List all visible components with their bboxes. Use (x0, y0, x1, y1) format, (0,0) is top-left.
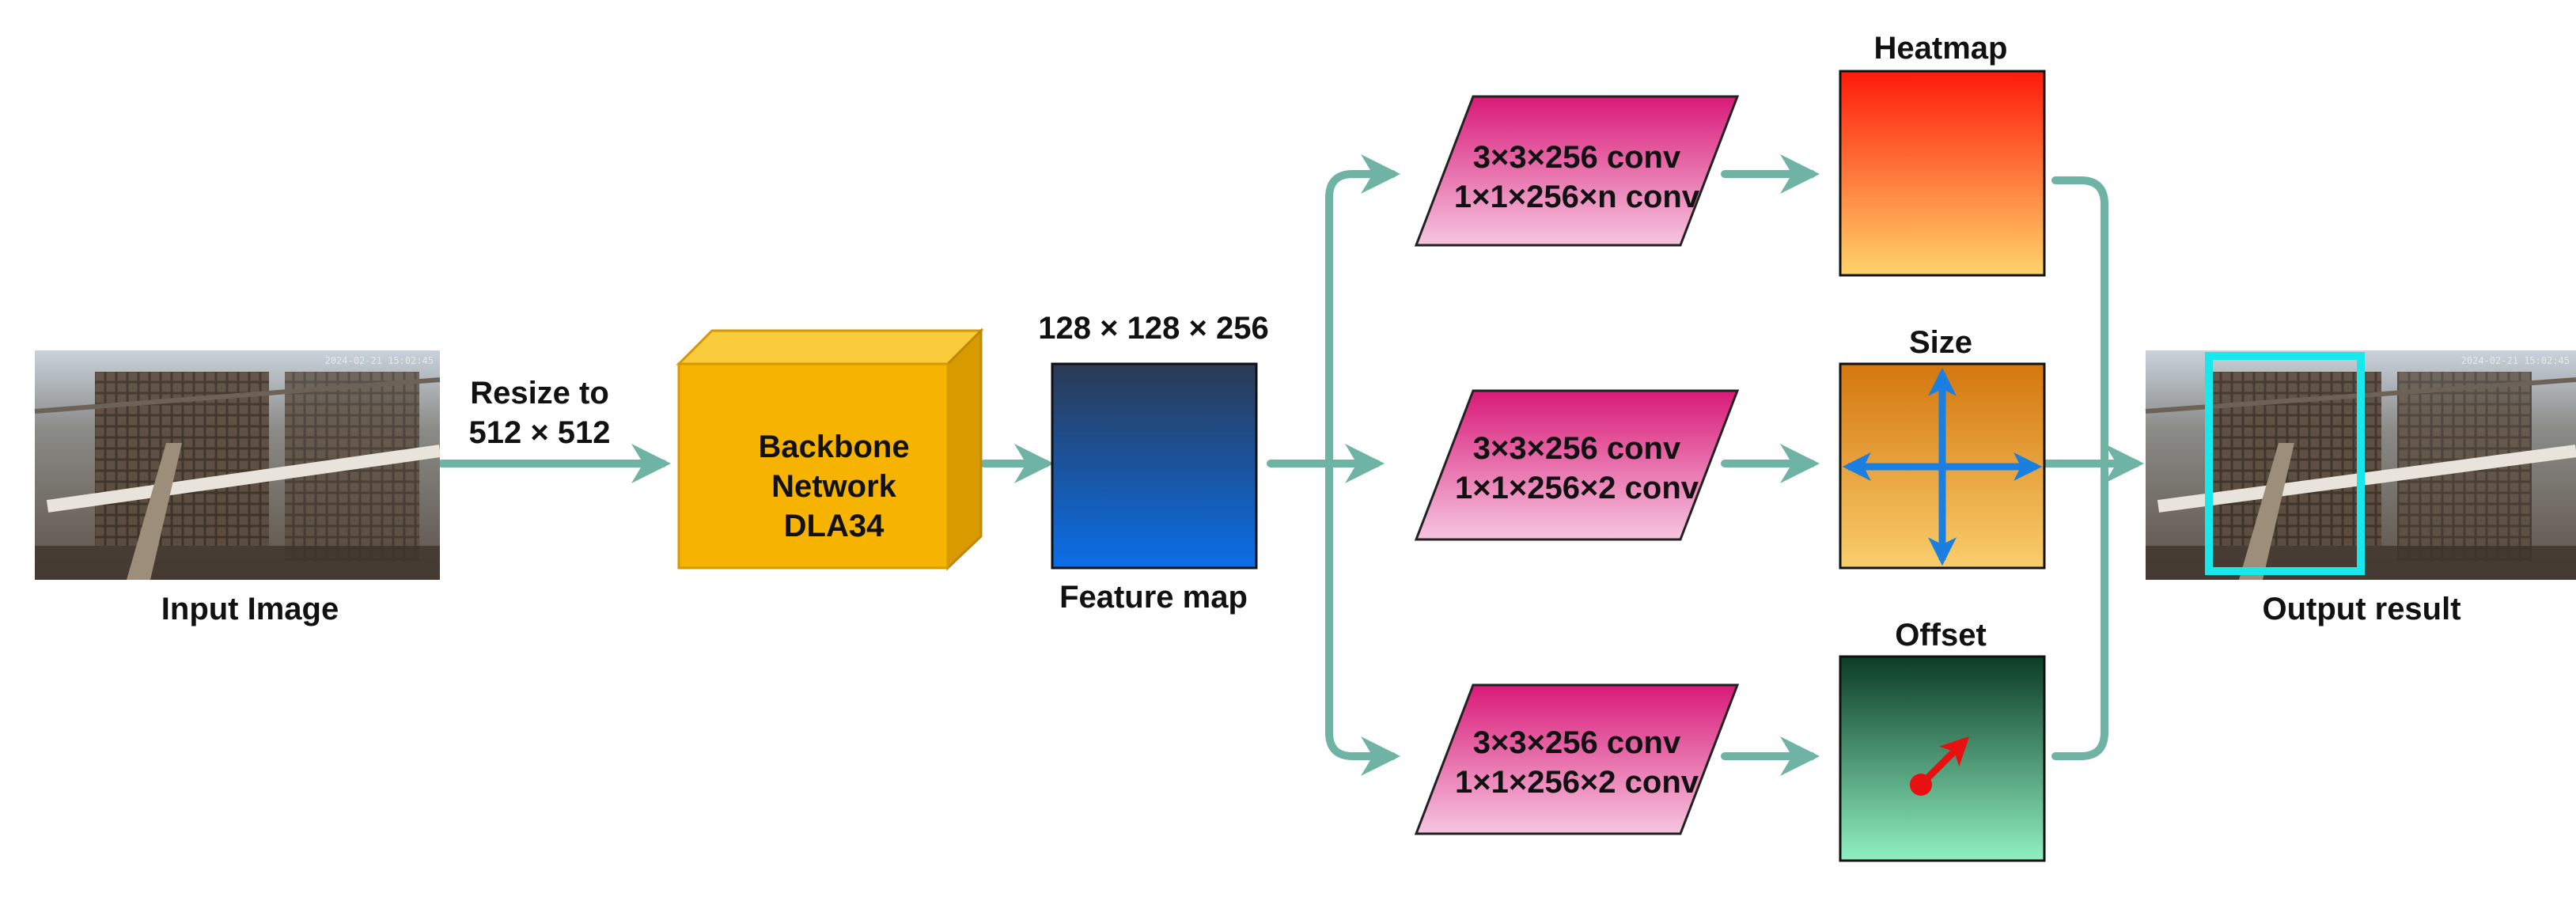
heatmap-title: Heatmap (1874, 31, 2008, 66)
resize-label-line1: Resize to (470, 376, 609, 411)
offset-arrow-icon (1921, 736, 1970, 785)
resize-label-line2: 512 × 512 (468, 415, 610, 450)
conv-head-offset-line1: 3×3×256 conv (1473, 725, 1681, 760)
arrow-offset-merge (2051, 460, 2108, 760)
conv-head-size-line2: 1×1×256×2 conv (1455, 471, 1699, 505)
arrow-heatmap-merge (2051, 176, 2108, 467)
conv-head-heatmap: 3×3×256 conv 1×1×256×n conv (1414, 95, 1740, 247)
backbone-line1: Backbone (758, 430, 909, 464)
arrow-branch-bottom (1325, 460, 1400, 776)
offset-block (1839, 655, 2046, 862)
backbone-block: Backbone Network DLA34 (676, 327, 984, 571)
feature-map-dims: 128 × 128 × 256 (1038, 311, 1268, 346)
feature-map-block (1051, 362, 1258, 570)
arrow-branch-top (1325, 154, 1400, 467)
output-timestamp: 2024-02-21 15:02:45 (2461, 355, 2570, 366)
heatmap-block (1839, 70, 2046, 277)
backbone-line3: DLA34 (784, 509, 885, 543)
conv-head-heatmap-line1: 3×3×256 conv (1473, 140, 1681, 175)
conv-head-offset: 3×3×256 conv 1×1×256×2 conv (1414, 683, 1740, 835)
input-image-label: Input Image (161, 592, 339, 626)
conv-head-offset-line2: 1×1×256×2 conv (1455, 765, 1699, 800)
conv-head-size-line1: 3×3×256 conv (1473, 431, 1681, 466)
input-timestamp: 2024-02-21 15:02:45 (325, 355, 434, 366)
offset-title: Offset (1895, 618, 1987, 653)
feature-map-label: Feature map (1059, 580, 1248, 615)
size-title: Size (1909, 325, 1972, 360)
conv-head-size: 3×3×256 conv 1×1×256×2 conv (1414, 389, 1740, 541)
conv-head-heatmap-line2: 1×1×256×n conv (1454, 180, 1700, 214)
connectors (438, 154, 2144, 776)
size-block (1839, 362, 2046, 570)
output-label: Output result (2262, 592, 2460, 626)
size-arrows-icon (1842, 367, 2043, 566)
input-image: 2024-02-21 15:02:45 (34, 350, 441, 580)
detection-box (2205, 352, 2365, 575)
output-image: 2024-02-21 15:02:45 (2145, 350, 2576, 580)
backbone-line2: Network (771, 469, 897, 504)
